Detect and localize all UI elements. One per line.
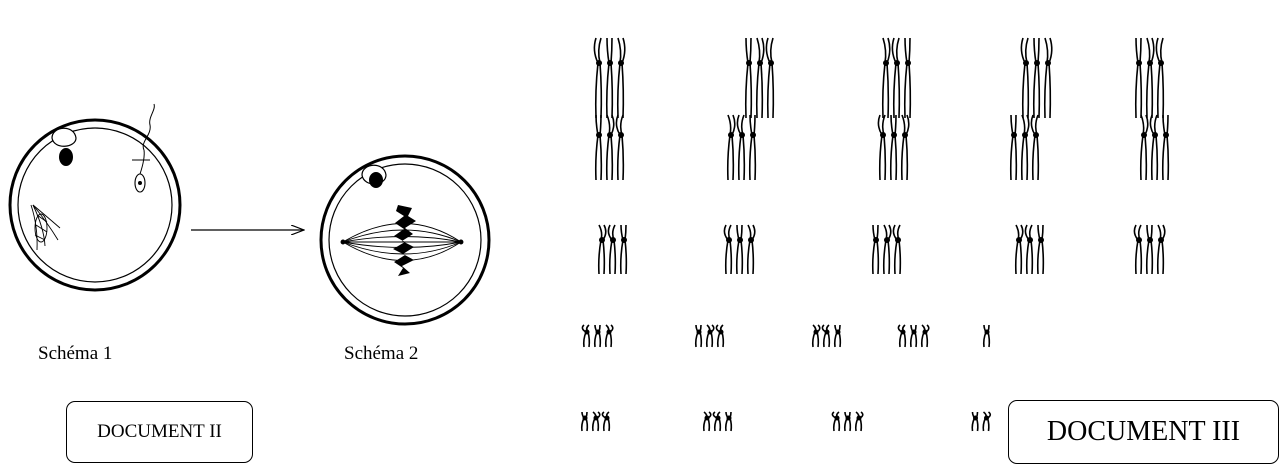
metaphase-chromosomes (393, 205, 416, 276)
chromosome-group (704, 412, 732, 431)
meiotic-spindle (31, 205, 60, 250)
chromosome-group (582, 412, 610, 431)
chromosome-group (832, 412, 862, 431)
sperm (132, 104, 154, 192)
chromosome-group (1021, 38, 1051, 118)
chromosome-group (984, 325, 990, 347)
chromosome-group (728, 115, 756, 180)
chromosome-group (1016, 225, 1044, 274)
chromosome-group (1134, 225, 1164, 274)
schema1-label: Schéma 1 (38, 343, 112, 365)
schema1-cell (10, 104, 180, 290)
chromosome-group (1136, 38, 1164, 118)
chromosome-group (873, 225, 901, 274)
polar-body (52, 128, 76, 166)
chromosome-group (972, 412, 990, 431)
chromosome-group (1011, 115, 1039, 180)
document-iii-title: DOCUMENT III (1008, 400, 1279, 464)
chromosome-group (898, 325, 928, 347)
karyotype (582, 38, 1169, 431)
chromosome-group (878, 115, 908, 180)
chromosome-group (746, 38, 774, 118)
chromosome-group (883, 38, 911, 118)
chromosome-group (599, 225, 627, 274)
chromosome-group (582, 325, 612, 347)
chromosome-group (1141, 115, 1169, 180)
polar-body (362, 165, 386, 188)
schema2-label: Schéma 2 (344, 343, 418, 365)
chromosome-group (594, 38, 624, 118)
document-ii-title: DOCUMENT II (66, 401, 253, 463)
chromosome-group (596, 115, 624, 180)
chromosome-group (813, 325, 841, 347)
schema2-cell (321, 156, 489, 324)
chromosome-group (724, 225, 754, 274)
chromosome-group (696, 325, 724, 347)
metaphase-spindle (341, 224, 463, 261)
